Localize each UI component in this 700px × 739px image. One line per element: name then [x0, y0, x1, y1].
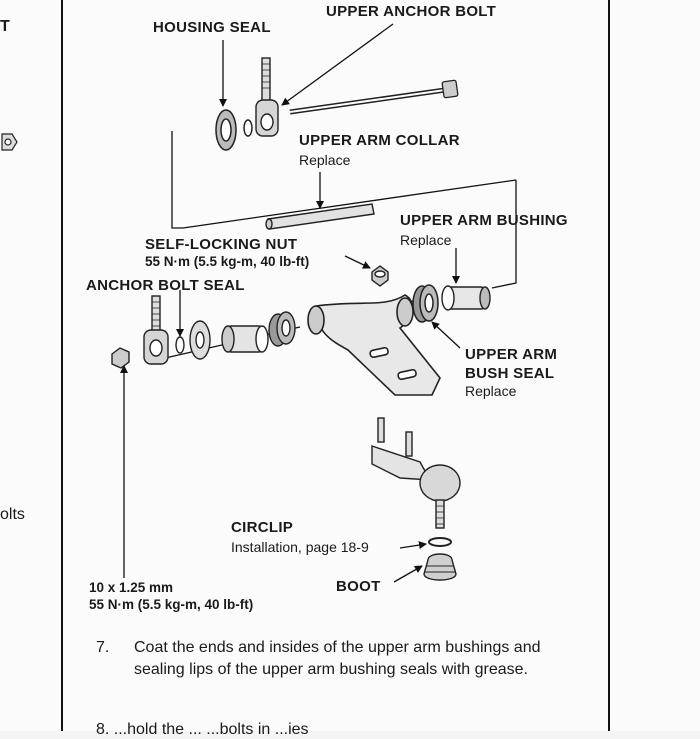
label-upper-arm-collar-note: Replace — [299, 152, 351, 168]
cut-off-next-step: 8. ...hold the ... ...bolts in ...ies — [96, 721, 309, 738]
anchor-bolt-seal-icon — [175, 320, 211, 360]
callout-arrows — [120, 23, 461, 583]
lower-anchor-icon — [143, 295, 169, 365]
housing-seal-icon — [215, 109, 253, 151]
upper-arm-bush-seal-icon — [412, 284, 439, 323]
label-bolt-torque: 55 N·m (5.5 kg-m, 40 lb-ft) — [89, 597, 254, 612]
partial-nut-icon — [1, 133, 18, 151]
upper-arm-icon — [307, 294, 441, 396]
label-upper-arm-bushing-note: Replace — [400, 232, 452, 248]
right-column-rule — [608, 0, 610, 731]
long-bolt-icon — [289, 79, 459, 115]
label-circlip-note: Installation, page 18-9 — [231, 539, 369, 555]
label-self-locking-nut-torque: 55 N·m (5.5 kg-m, 40 lb-ft) — [145, 254, 310, 269]
label-upper-arm-collar: UPPER ARM COLLAR — [299, 132, 460, 149]
self-locking-nut-icon — [371, 265, 389, 287]
boot-icon — [423, 553, 457, 581]
upper-arm-collar-icon — [265, 203, 375, 230]
label-self-locking-nut: SELF-LOCKING NUT — [145, 236, 298, 253]
label-upper-arm-bush-seal-note: Replace — [465, 383, 517, 399]
step-text: Coat the ends and insides of the upper a… — [134, 639, 541, 678]
step-number: 7. — [96, 639, 110, 656]
margin-fragment-top: T — [0, 18, 10, 35]
label-upper-anchor-bolt: UPPER ANCHOR BOLT — [326, 3, 497, 20]
ball-joint-icon — [371, 417, 461, 529]
label-housing-seal: HOUSING SEAL — [153, 19, 271, 36]
upper-arm-bushing-icon — [441, 285, 491, 311]
label-upper-arm-bush-seal-line1: UPPER ARM — [465, 346, 558, 363]
label-bolt-size: 10 x 1.25 mm — [89, 580, 174, 595]
upper-anchor-icon — [255, 57, 279, 137]
circlip-icon — [428, 537, 452, 547]
label-circlip: CIRCLIP — [231, 519, 294, 536]
label-anchor-bolt-seal: ANCHOR BOLT SEAL — [86, 277, 245, 294]
margin-fragment-bolts: olts — [0, 506, 25, 523]
label-boot: BOOT — [336, 578, 381, 595]
label-upper-arm-bushing: UPPER ARM BUSHING — [400, 212, 568, 229]
flange-nut-icon — [111, 347, 130, 369]
label-upper-arm-bush-seal-line2: BUSH SEAL — [465, 365, 555, 382]
left-column-rule — [61, 0, 63, 731]
upper-arm-bushing-left-icon — [221, 311, 296, 353]
